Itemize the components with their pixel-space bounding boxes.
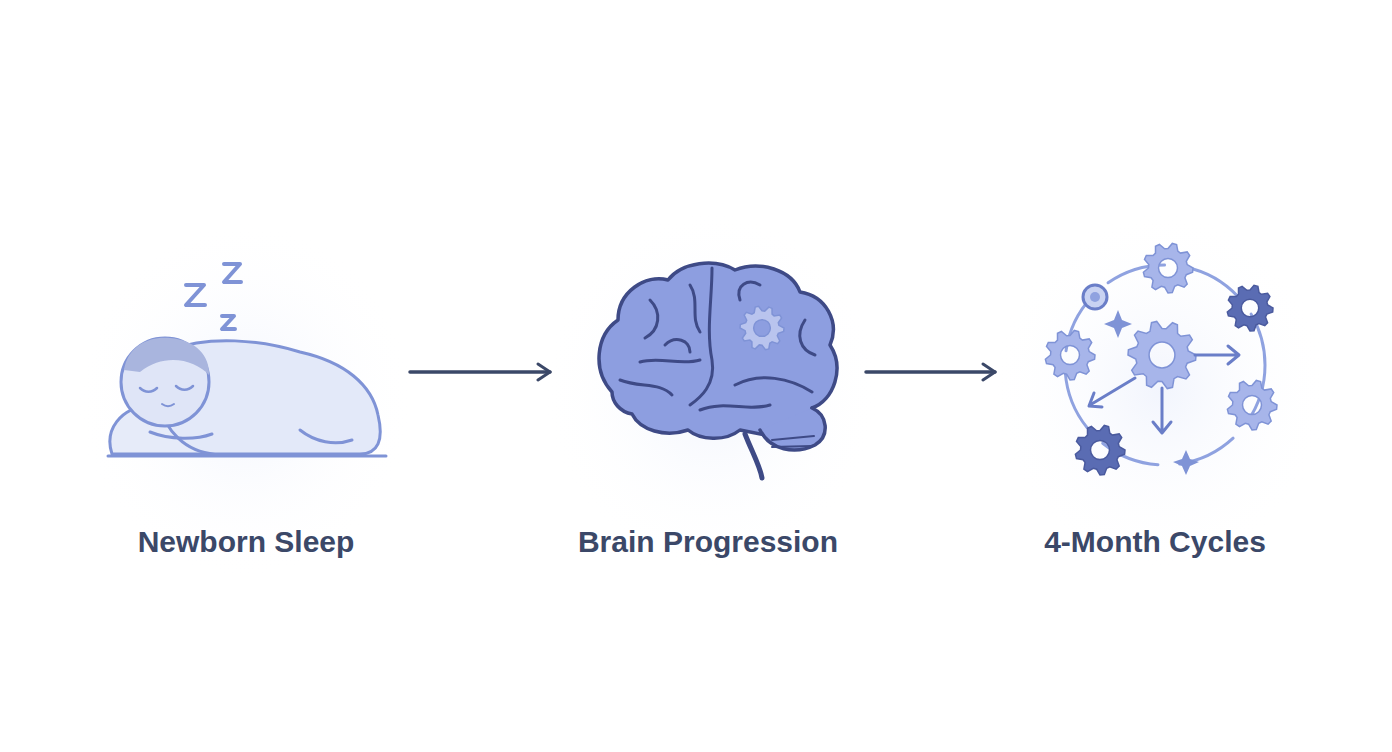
cycle-arrows bbox=[1083, 285, 1239, 433]
node-label: Newborn Sleep bbox=[100, 524, 392, 560]
sleeping-baby-icon bbox=[108, 338, 386, 456]
gear bbox=[740, 306, 784, 349]
sleep-z-letters bbox=[186, 264, 241, 329]
node-label: 4-Month Cycles bbox=[1013, 524, 1297, 560]
sparkle-stars bbox=[1104, 310, 1199, 475]
brain-gear bbox=[740, 306, 784, 349]
glow bbox=[990, 210, 1330, 570]
gear bbox=[1227, 285, 1273, 331]
gear bbox=[1128, 321, 1196, 388]
gear bbox=[1075, 425, 1125, 475]
icon-node: 4-Month Cycles bbox=[1013, 245, 1297, 560]
glow bbox=[542, 210, 882, 570]
cycle-gears bbox=[1045, 243, 1277, 475]
gear bbox=[1227, 380, 1277, 430]
brain-icon bbox=[599, 263, 837, 478]
icon-node: Newborn Sleep bbox=[100, 245, 392, 560]
glow bbox=[75, 220, 415, 580]
gear bbox=[1143, 243, 1193, 293]
node-label: Brain Progression bbox=[568, 524, 848, 560]
icon-node: Brain Progression bbox=[568, 245, 848, 560]
flow-arrow bbox=[410, 370, 550, 374]
flow-arrow bbox=[866, 370, 995, 374]
gear bbox=[1045, 330, 1095, 380]
